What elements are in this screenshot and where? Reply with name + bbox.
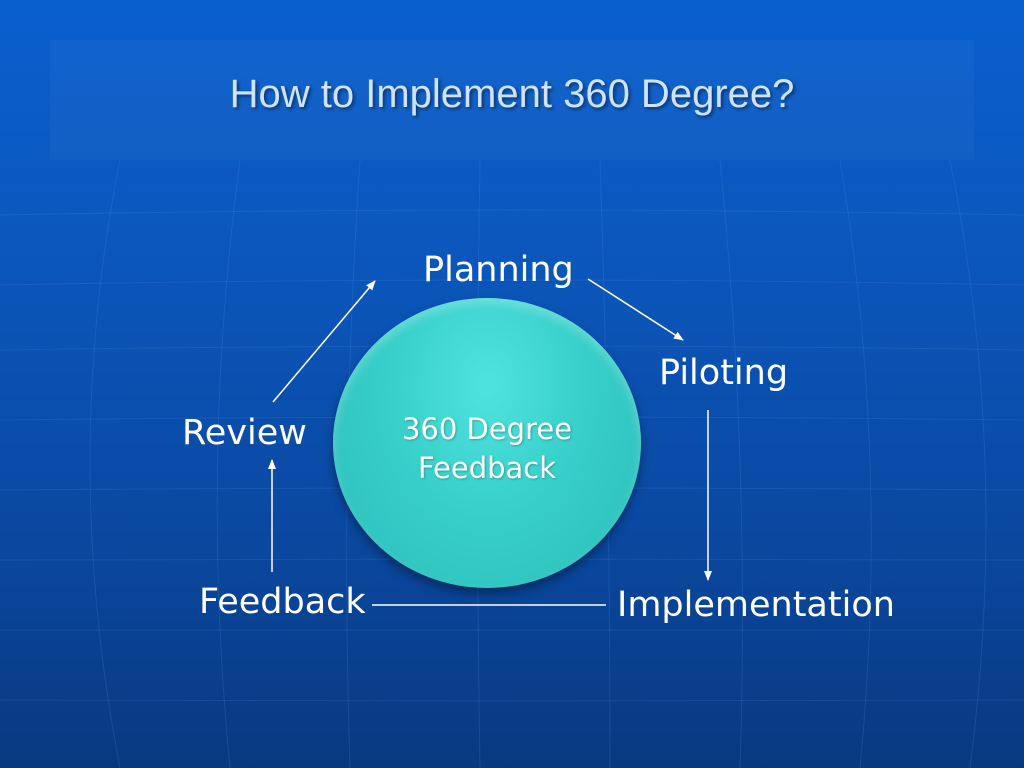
hub-label-line-1: 360 Degree [401,412,573,446]
stage-feedback: Feedback [199,582,366,622]
arrow-planning-to-piloting [587,278,684,341]
hub-circle [333,298,641,588]
stage-piloting: Piloting [659,353,789,393]
hub-label: 360 Degree Feedback [333,410,641,488]
hub-label-line-2: Feedback [417,451,557,485]
slide-title: How to Implement 360 Degree? [229,72,795,116]
stage-planning: Planning [423,250,574,290]
arrow-review-to-planning [272,280,376,403]
stage-implementation: Implementation [617,585,895,625]
stage-review: Review [182,413,307,453]
